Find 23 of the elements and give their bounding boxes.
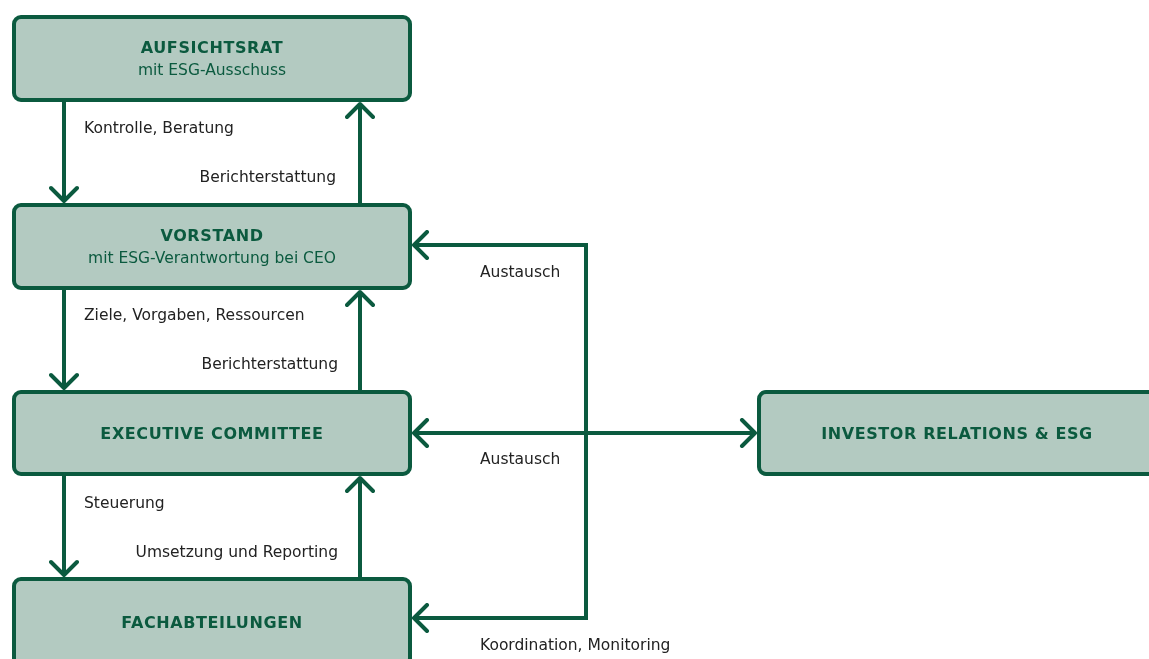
arrow	[412, 418, 757, 448]
box-title: FACHABTEILUNGEN	[121, 612, 303, 632]
arrow	[345, 476, 375, 577]
edge-label: Steuerung	[82, 493, 167, 513]
process-box	[12, 15, 412, 102]
arrow	[49, 476, 79, 577]
process-box	[757, 390, 1149, 476]
process-box	[12, 203, 412, 290]
box-title: INVESTOR RELATIONS & ESG	[821, 423, 1093, 443]
box-title: VORSTAND	[160, 226, 264, 245]
arrow	[345, 102, 375, 203]
arrow	[345, 290, 375, 390]
box-title: EXECUTIVE COMMITTEE	[100, 423, 324, 443]
process-box	[12, 577, 412, 659]
edge-label: Umsetzung und Reporting	[133, 542, 340, 562]
arrow	[49, 102, 79, 203]
arrow	[49, 290, 79, 390]
box-title: AUFSICHTSRAT	[140, 38, 284, 57]
edge-label: Kontrolle, Beratung	[82, 118, 236, 138]
box-subtitle: mit ESG-Verantwortung bei CEO	[88, 249, 336, 267]
edge-label: Ziele, Vorgaben, Ressourcen	[82, 305, 307, 325]
process-box	[12, 390, 412, 476]
box-subtitle: mit ESG-Ausschuss	[137, 61, 287, 79]
